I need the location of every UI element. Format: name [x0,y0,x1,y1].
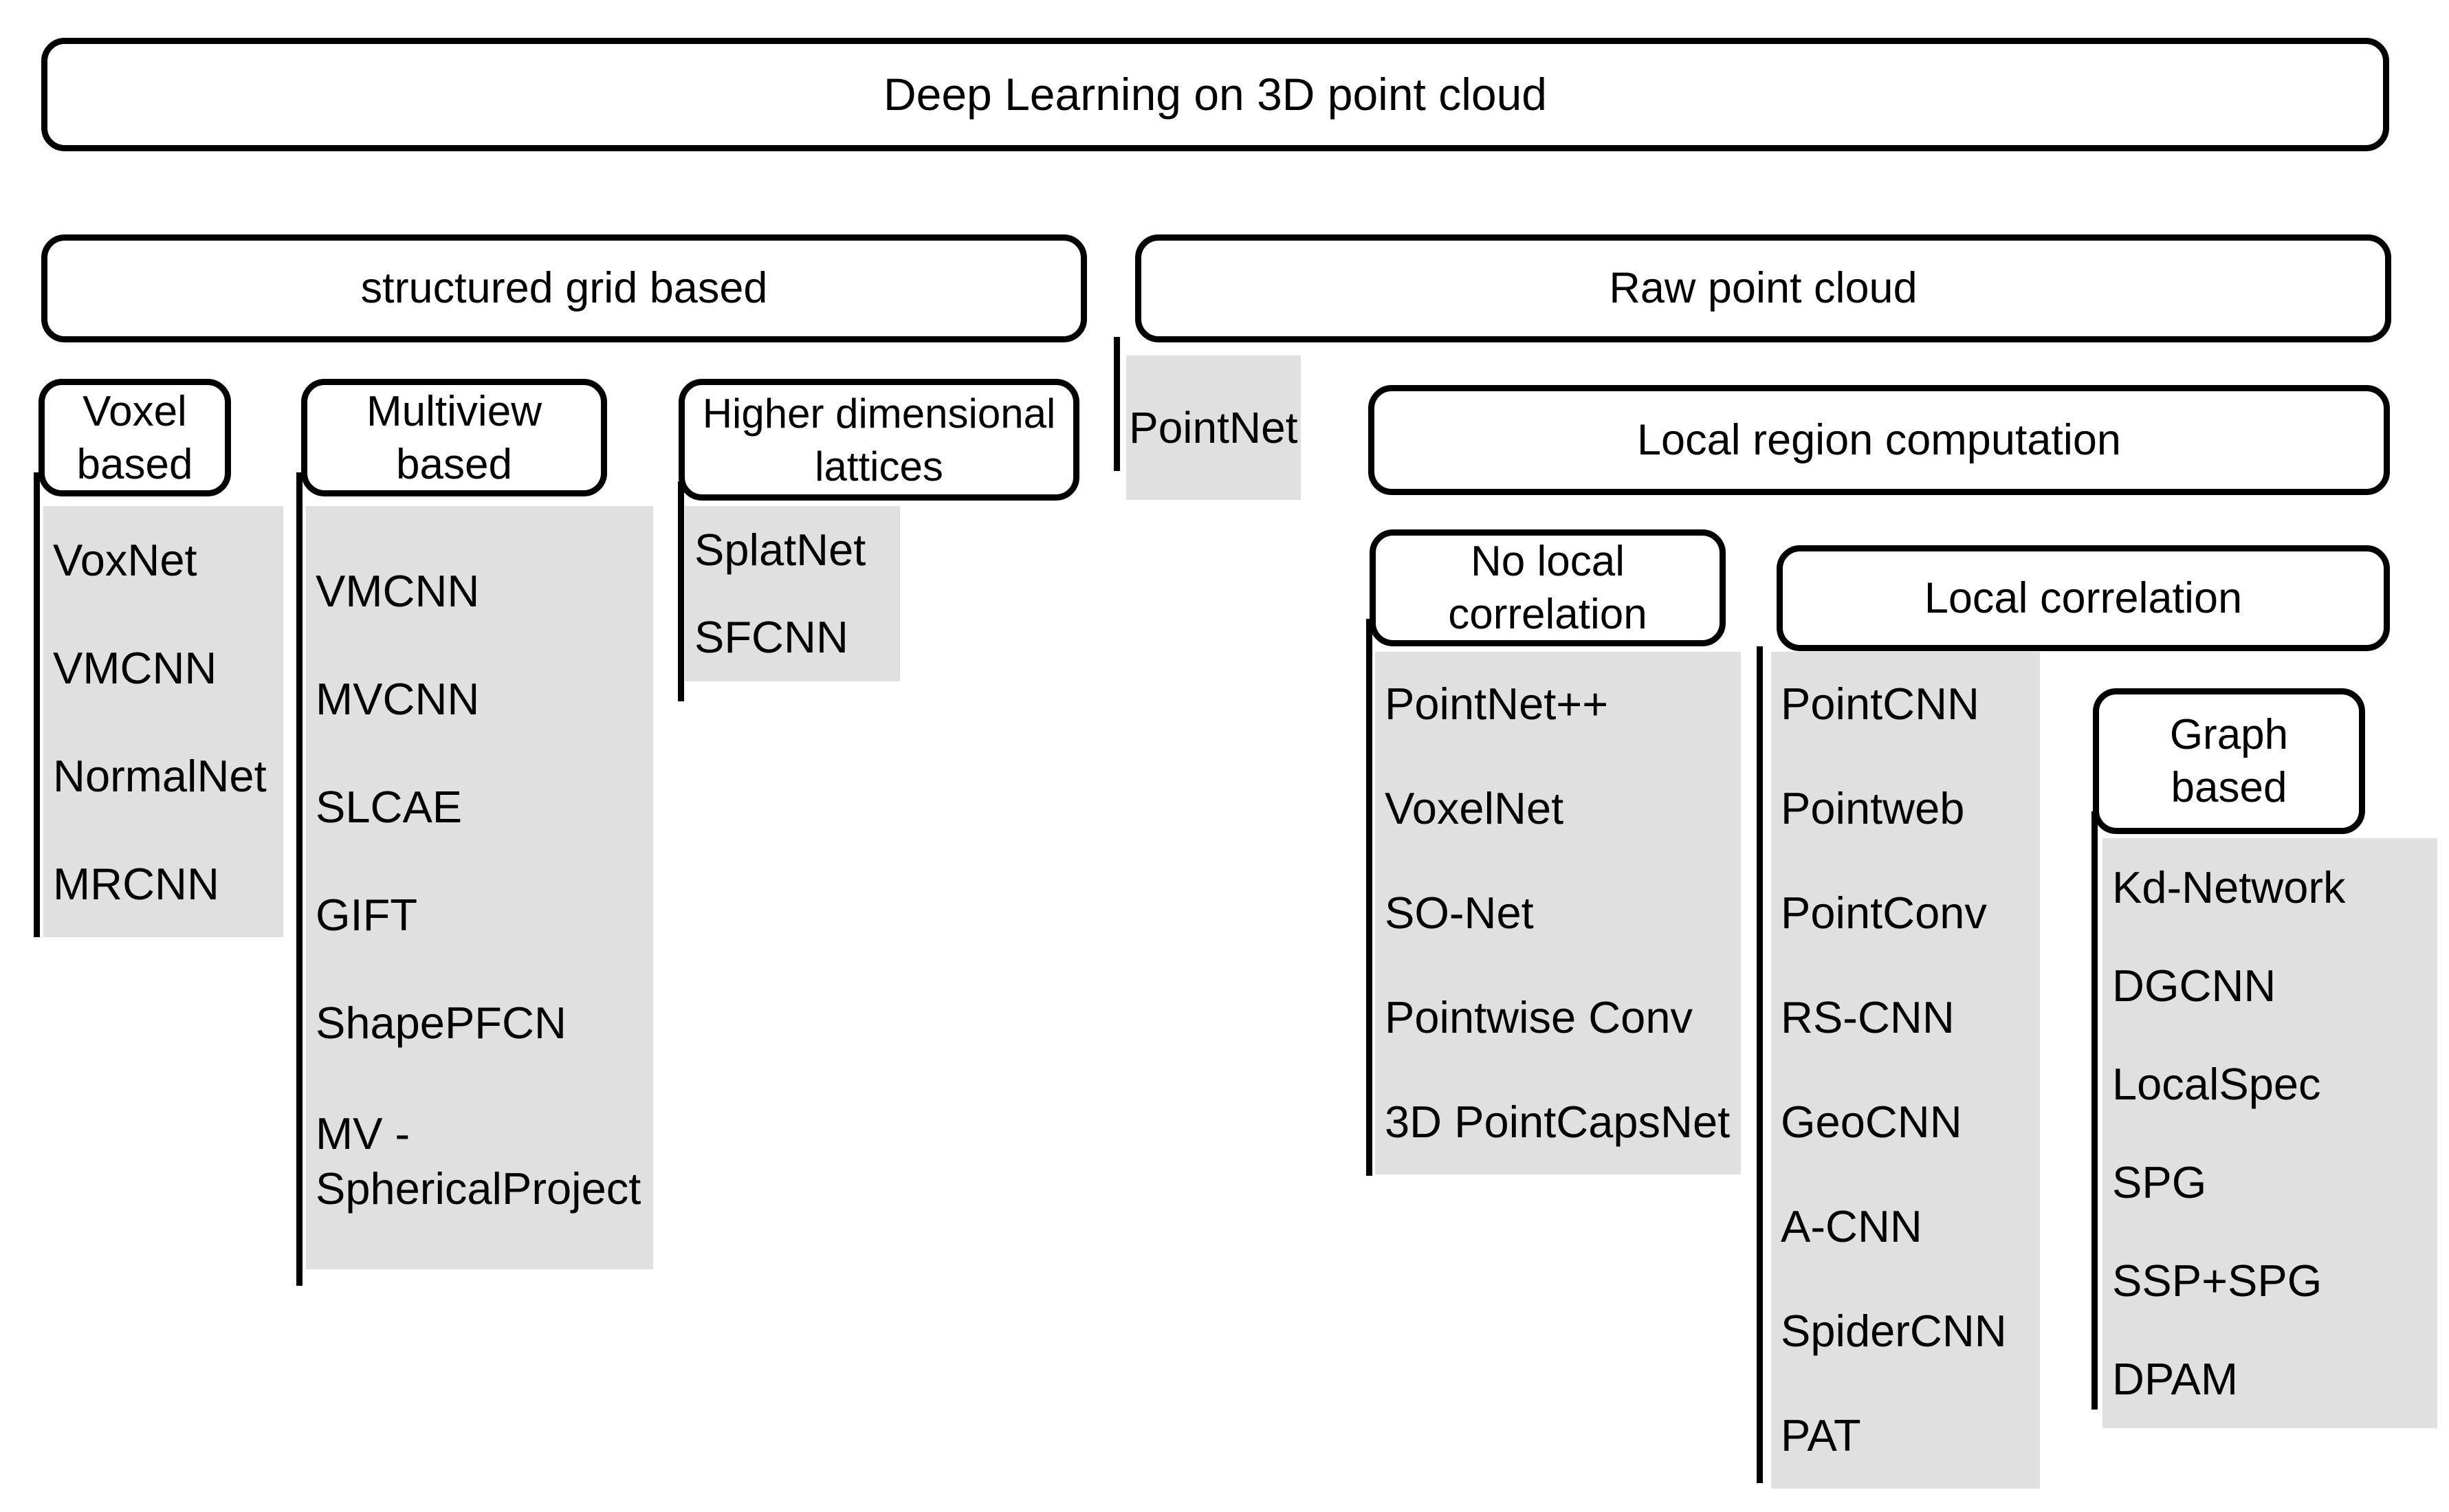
branch-line-voxel [34,472,40,937]
header-no-local-correlation: No local correlation [1370,529,1726,646]
root-label: Deep Learning on 3D point cloud [883,69,1548,120]
list-item: SLCAE [316,781,463,832]
list-item: VoxNet [53,534,197,585]
list-item: DGCNN [2112,960,2276,1011]
branch-line-pointnet [1114,337,1120,471]
list-lattices-methods: SplatNet SFCNN [685,506,900,681]
branch-line-no-local [1366,619,1372,1176]
list-multiview-methods: VMCNN MVCNN SLCAE GIFT ShapePFCN MV - Sp… [306,506,653,1269]
header-voxel-line2: based [76,440,193,488]
header-local-correlation-label: Local correlation [1924,573,2243,622]
branch-structured-grid-label: structured grid based [360,264,768,312]
list-item: LocalSpec [2112,1058,2321,1109]
branch-raw-point-cloud: Raw point cloud [1135,234,2391,342]
list-item: SO-Net [1385,888,1534,938]
list-item: NormalNet [53,750,267,801]
header-higher-dimensional-lattices: Higher dimensional lattices [679,379,1079,501]
branch-line-local-correlation [1757,646,1763,1483]
branch-line-multiview [296,472,303,1286]
header-local-region-label: Local region computation [1637,415,2121,464]
list-item: GeoCNN [1781,1097,1962,1147]
list-item: SplatNet [694,524,866,575]
list-item: Pointwise Conv [1385,992,1693,1042]
list-item: PAT [1781,1410,1861,1460]
branch-line-graph [2091,811,2098,1410]
list-item: ShapePFCN [316,997,567,1048]
list-item: MRCNN [53,858,219,909]
branch-line-lattices [678,481,684,701]
list-item: Kd-Network [2112,862,2346,912]
list-pointnet: PointNet [1126,355,1301,500]
list-item: SpiderCNN [1781,1306,2007,1356]
header-local-region-computation: Local region computation [1368,385,2390,495]
header-local-correlation: Local correlation [1777,545,2390,651]
branch-raw-point-cloud-label: Raw point cloud [1609,264,1918,312]
header-graph-line2: based [2171,764,2287,811]
list-item: VoxelNet [1385,783,1564,833]
list-item: MVCNN [316,673,480,724]
list-item: GIFT [316,889,418,940]
list-graph-based-methods: Kd-Network DGCNN LocalSpec SPG SSP+SPG D… [2102,838,2437,1428]
header-graph-based: Graph based [2093,688,2365,834]
list-local-correlation-methods: PointCNN Pointweb PointConv RS-CNN GeoCN… [1771,652,2040,1489]
list-item: PointNet [1129,403,1298,452]
header-multiview-based: Multiview based [301,379,607,496]
header-voxel-line1: Voxel [83,387,187,435]
list-item: Pointweb [1781,783,1965,833]
list-voxel-methods: VoxNet VMCNN NormalNet MRCNN [43,506,283,937]
branch-structured-grid-based: structured grid based [41,234,1087,342]
header-lattices-line2: lattices [815,443,943,490]
header-multiview-line2: based [396,440,512,488]
list-item: SPG [2112,1157,2207,1207]
header-voxel-based: Voxel based [39,379,231,496]
root-box-deep-learning-3d-point-cloud: Deep Learning on 3D point cloud [41,38,2389,151]
list-item: SFCNN [694,611,848,662]
list-item: DPAM [2112,1353,2238,1404]
list-no-local-correlation-methods: PointNet++ VoxelNet SO-Net Pointwise Con… [1375,652,1741,1174]
list-item: PointNet++ [1385,679,1609,729]
header-graph-line1: Graph [2169,711,2289,758]
list-item: RS-CNN [1781,992,1955,1042]
list-item: VMCNN [316,565,480,616]
header-no-local-line1: No local [1471,538,1625,585]
list-item: SSP+SPG [2112,1255,2322,1306]
list-item: MV - SphericalProject [316,1108,641,1214]
list-item: PointConv [1781,888,1987,938]
header-lattices-line1: Higher dimensional [702,390,1056,437]
list-item: A-CNN [1781,1201,1922,1251]
header-no-local-line2: correlation [1448,591,1647,638]
list-item: VMCNN [53,642,217,693]
header-multiview-line1: Multiview [366,387,542,435]
list-item: 3D PointCapsNet [1385,1097,1731,1147]
list-item: PointCNN [1781,679,1979,729]
